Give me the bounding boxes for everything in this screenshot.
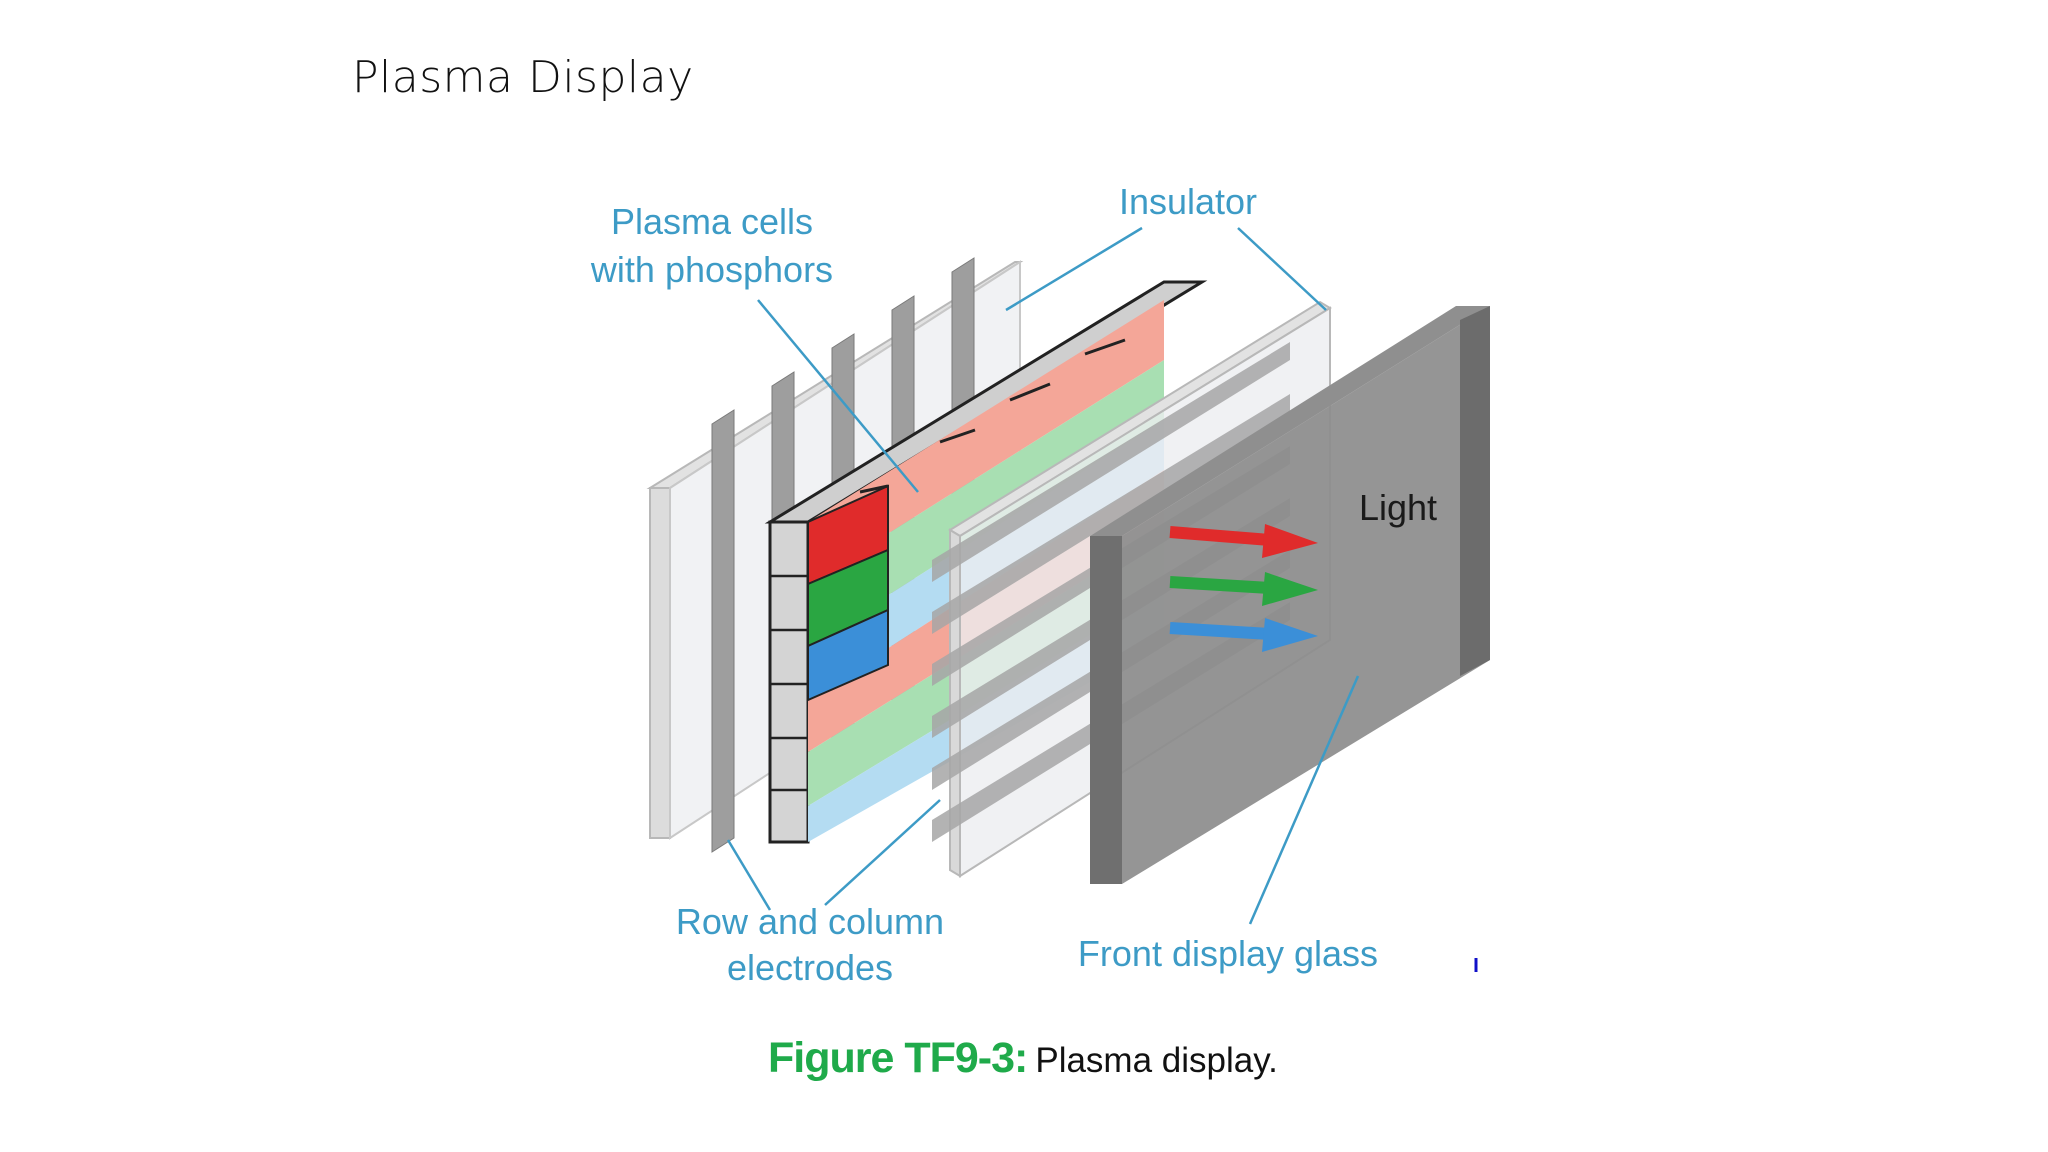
label-plasma-cells-line2: with phosphors (590, 249, 833, 290)
light-arrows (1169, 524, 1318, 652)
caption-figure-label: Figure TF9-3: (768, 1034, 1028, 1082)
label-plasma-cells-line1: Plasma cells (611, 201, 813, 242)
leader-lines (726, 226, 1360, 925)
caption-text: Plasma display. (1035, 1041, 1278, 1080)
label-electrodes-line2: electrodes (727, 947, 893, 988)
red-light-arrow (1169, 524, 1318, 558)
front-display-glass (1090, 306, 1490, 884)
label-insulator: Insulator (1119, 181, 1257, 222)
label-electrodes-line1: Row and column (676, 901, 944, 942)
blue-subpixel (807, 608, 889, 702)
green-light-arrow (1169, 572, 1318, 606)
label-front-display-glass: Front display glass (1078, 933, 1378, 974)
blue-light-arrow (1169, 618, 1318, 652)
slide-title: Plasma Display (352, 52, 694, 103)
label-light: Light (1359, 487, 1437, 528)
